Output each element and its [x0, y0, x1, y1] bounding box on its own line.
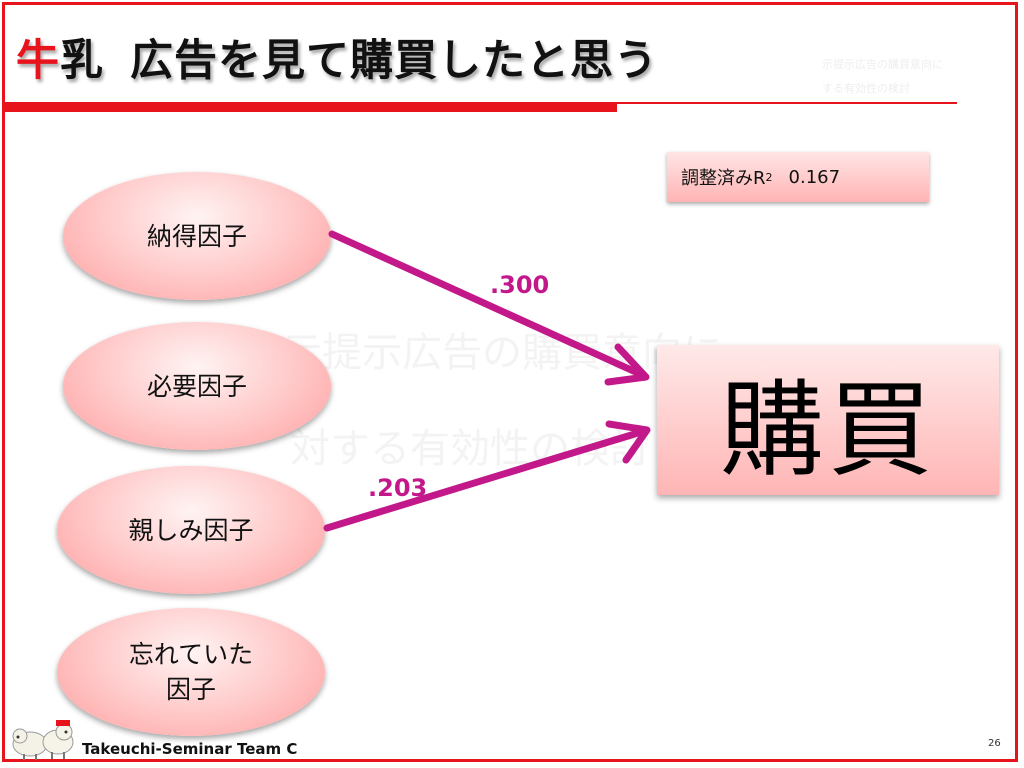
factor-node-hitsuyou: 必要因子 — [63, 322, 331, 450]
page-number: 26 — [988, 738, 1001, 749]
footer-team-name: Takeuchi-Seminar Team C — [82, 740, 298, 758]
factor-node-shitashimi: 親しみ因子 — [57, 466, 325, 594]
factor-label: 親しみ因子 — [128, 515, 254, 545]
r2-superscript: 2 — [765, 170, 773, 184]
watermark-small-line2: する有効性の検討 — [822, 82, 910, 95]
r2-value: 0.167 — [788, 166, 841, 188]
slide-title: 牛乳広告を見て購買したと思う — [16, 26, 658, 88]
title-rest: 乳 — [60, 36, 104, 86]
title-accent: 牛 — [16, 36, 60, 86]
arrow-nattoku-to-kobai — [328, 230, 644, 378]
watermark-small-line1: 示提示広告の購買意向に — [822, 58, 943, 71]
title-underline-thick — [5, 102, 617, 112]
title-main: 広告を見て購買したと思う — [130, 36, 658, 86]
factor-node-nattoku: 納得因子 — [63, 172, 331, 300]
target-node-kobai: 購買 — [657, 345, 999, 495]
sheep-logo-icon — [12, 720, 74, 760]
factor-label: 納得因子 — [146, 221, 247, 251]
factor-label-line2: 因子 — [165, 675, 216, 704]
factor-label: 必要因子 — [146, 371, 247, 401]
r2-label: 調整済みR — [681, 168, 766, 189]
arrowhead-nattoku — [604, 343, 650, 386]
coefficient-nattoku: .300 — [490, 271, 550, 299]
arrow-shitashimi-to-kobai — [323, 428, 645, 532]
factor-label-line1: 忘れていた — [128, 640, 254, 669]
watermark-big-line1: 示提示広告の購買意向に — [282, 330, 722, 376]
arrowhead-shitashimi — [605, 420, 651, 464]
coefficient-shitashimi: .203 — [368, 474, 428, 502]
factor-node-wasureteita: 忘れていた 因子 — [57, 608, 325, 736]
title-underline-thin — [617, 102, 957, 104]
